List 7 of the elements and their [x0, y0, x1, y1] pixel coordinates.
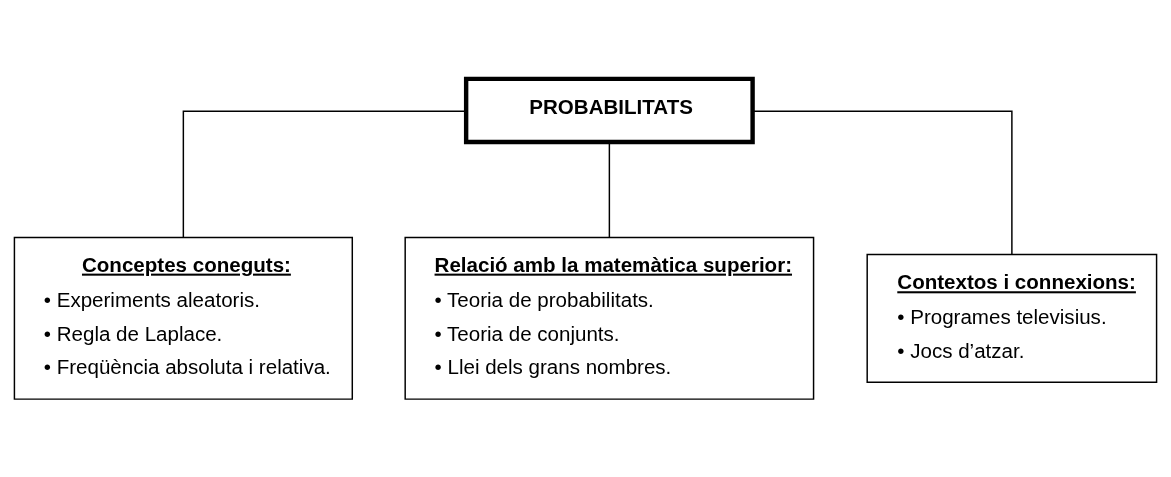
node-box: Contextos i connexions: • Programes televisius. • Jocs d’atzar.: [866, 253, 1158, 383]
connector: [608, 141, 611, 238]
node-box: Conceptes coneguts: • Experiments aleatoris. • Regla de Laplace. • Freqüència absoluta i relativa.: [13, 236, 354, 400]
node-box: Relació amb la matemàtica superior: • Teoria de probabilitats. • Teoria de conjunts. • Llei dels grans nombres.: [404, 236, 815, 400]
connector: [182, 109, 467, 238]
node-box: PROBABILITATS: [463, 76, 755, 144]
connector: [752, 109, 1013, 255]
